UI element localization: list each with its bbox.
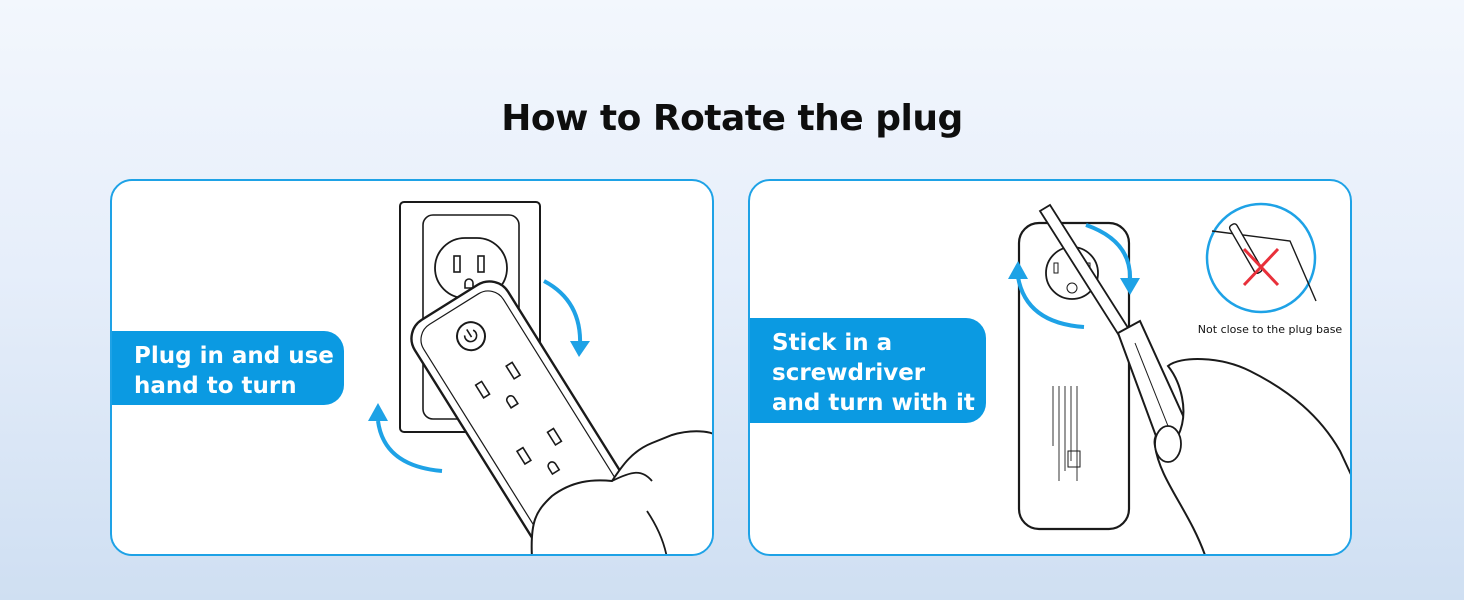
rotate-arrows-icon bbox=[1008, 223, 1140, 329]
hand-rotate-illustration bbox=[368, 201, 712, 554]
instruction-panel-screwdriver: Not close to the plug base Stick in a sc… bbox=[748, 179, 1352, 556]
cross-mark-icon bbox=[1242, 247, 1280, 287]
hand-icon bbox=[530, 430, 712, 554]
callout-line: and turn with it bbox=[772, 390, 975, 416]
instruction-callout-screwdriver: Stick in a screwdriver and turn with it bbox=[750, 318, 986, 423]
smart-plug-back-icon bbox=[1017, 221, 1131, 531]
screwdriver-rotate-illustration bbox=[1008, 202, 1350, 554]
page-title: How to Rotate the plug bbox=[501, 98, 963, 139]
callout-line: screwdriver bbox=[772, 360, 926, 386]
counterclockwise-arrow-icon bbox=[368, 403, 443, 473]
instruction-callout-hand: Plug in and use hand to turn bbox=[112, 331, 344, 405]
clockwise-arrow-icon bbox=[543, 279, 590, 357]
callout-line: Stick in a bbox=[772, 330, 893, 356]
not-close-warning-icon bbox=[1205, 202, 1317, 314]
callout-line: hand to turn bbox=[134, 373, 297, 399]
warning-caption: Not close to the plug base bbox=[1197, 323, 1343, 336]
callout-line: Plug in and use bbox=[134, 343, 334, 369]
hand-icon bbox=[1153, 358, 1350, 554]
instruction-panel-hand: Plug in and use hand to turn bbox=[110, 179, 714, 556]
